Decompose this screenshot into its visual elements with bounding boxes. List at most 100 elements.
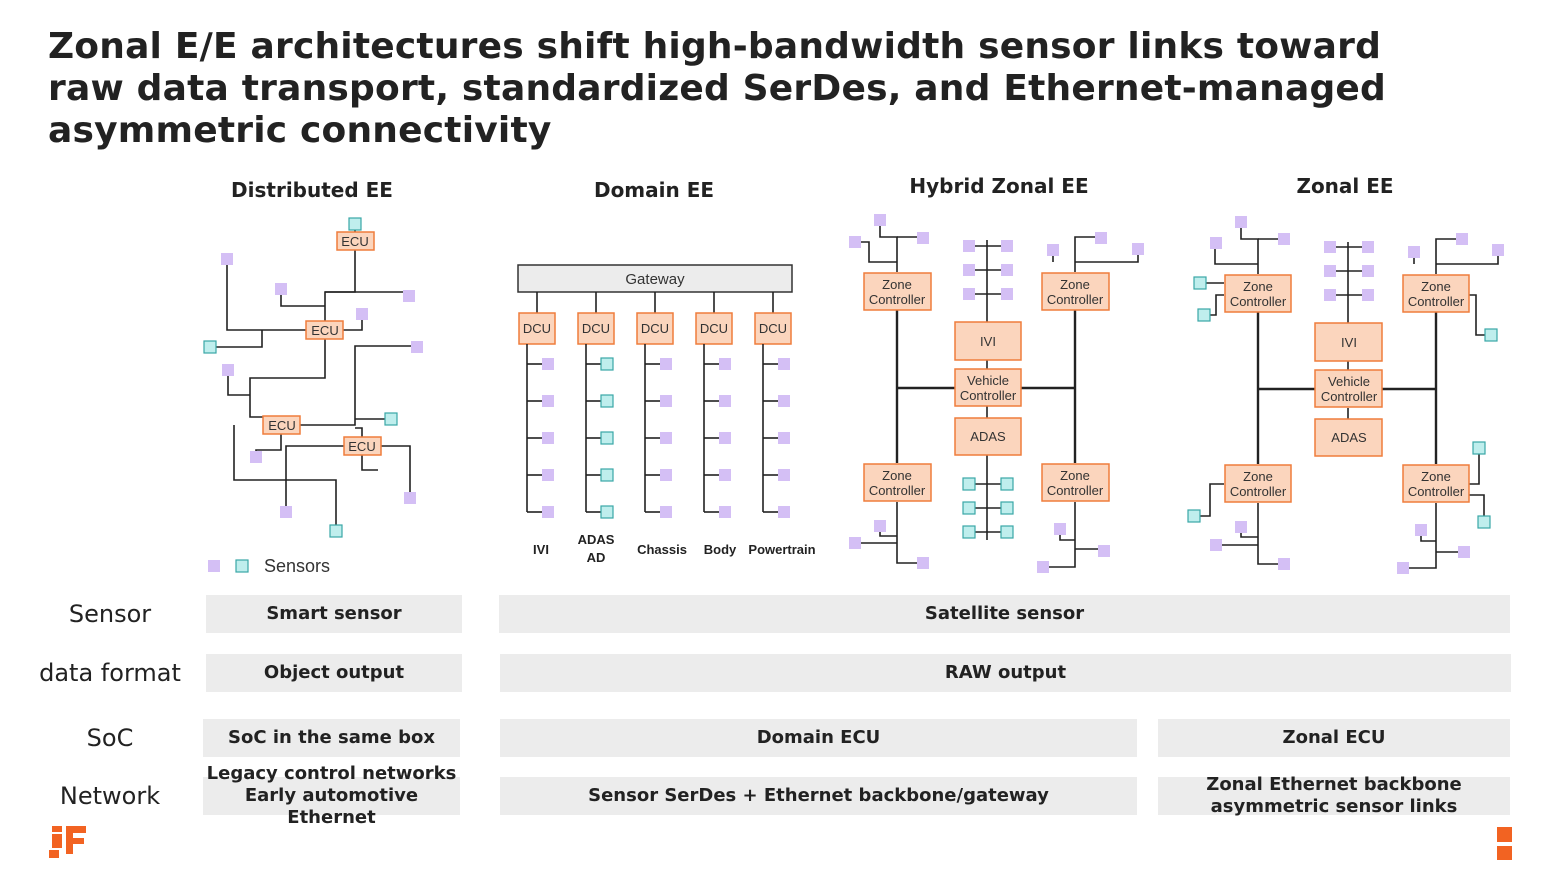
sensor-purple xyxy=(778,432,790,444)
zonal-ecu-bar: Zonal ECU xyxy=(1158,719,1510,757)
sensor-purple xyxy=(660,395,672,407)
sensor-purple xyxy=(1098,545,1110,557)
sensor-teal xyxy=(962,525,976,539)
adas-label: ADAS xyxy=(970,429,1006,444)
ecu-box xyxy=(262,415,301,435)
sensors-legend: Sensors xyxy=(208,556,330,576)
dcu-column: DCU xyxy=(577,292,615,519)
zone-controller-label: Controller xyxy=(1047,483,1104,498)
sensor-purple xyxy=(719,395,731,407)
hybrid-sensors xyxy=(849,214,1144,573)
zone-controller-box xyxy=(1224,274,1292,313)
sensor-purple xyxy=(1362,289,1374,301)
sensor-purple xyxy=(778,506,790,518)
sensor-purple xyxy=(1278,233,1290,245)
zone-controller-label: Zone xyxy=(1421,279,1451,294)
sensor-purple xyxy=(660,506,672,518)
sensor-purple xyxy=(849,537,861,549)
ecu-box xyxy=(343,436,382,456)
sensor-purple xyxy=(1037,561,1049,573)
sensor-purple xyxy=(1054,523,1066,535)
zone-controller-label: Zone xyxy=(882,468,912,483)
hybrid-boxes: Zone Controller Zone Controller Zone Con… xyxy=(863,272,1110,502)
gateway-box xyxy=(517,264,793,293)
domain-adas-label: ADAS xyxy=(578,532,615,547)
title-line-2: raw data transport, standardized SerDes,… xyxy=(48,68,1387,109)
sensors-legend-label: Sensors xyxy=(264,556,330,576)
zonal-network-line-1: Zonal Ethernet backbone xyxy=(1206,774,1462,795)
adas-box xyxy=(954,417,1022,456)
sensor-teal xyxy=(1472,441,1486,455)
zonal-sensors-teal xyxy=(1187,276,1498,529)
raw-output-text: RAW output xyxy=(944,662,1067,683)
dcu-label: DCU xyxy=(582,321,610,336)
sensor-purple xyxy=(1415,524,1427,536)
dcu-box xyxy=(577,312,615,345)
sensor-purple xyxy=(1324,265,1336,277)
zone-controller-box xyxy=(1402,274,1470,313)
zone-controller-label: Zone xyxy=(1421,469,1451,484)
zone-controller-box xyxy=(1041,463,1110,502)
dcu-box xyxy=(636,312,674,345)
legend-teal-sensor xyxy=(235,559,249,573)
sensor-teal xyxy=(329,524,343,538)
sensor-purple xyxy=(660,469,672,481)
dcu-label: DCU xyxy=(523,321,551,336)
legacy-network-line-2: Early automotive Ethernet xyxy=(244,785,419,828)
sensor-purple xyxy=(1456,233,1468,245)
zone-controller-box xyxy=(1402,464,1470,503)
zone-controller-label: Controller xyxy=(1047,292,1104,307)
zone-controller-box xyxy=(863,272,932,311)
sensor-purple xyxy=(778,469,790,481)
sensor-purple xyxy=(963,240,975,252)
distributed-ecus: ECU ECU ECU ECU xyxy=(262,231,382,456)
dcu-box xyxy=(518,312,556,345)
smart-sensor-bar: Smart sensor xyxy=(206,595,462,633)
sensor-purple xyxy=(1235,521,1247,533)
serdes-network-text: Sensor SerDes + Ethernet backbone/gatewa… xyxy=(588,785,1049,806)
sensor-purple xyxy=(221,253,233,265)
sensor-purple xyxy=(1001,288,1013,300)
zonal-boxes: Zone Controller Zone Controller Zone Con… xyxy=(1224,274,1470,503)
hybrid-sensors-teal xyxy=(962,477,1014,539)
zone-controller-box xyxy=(1041,272,1110,311)
soc-same-box-text: SoC in the same box xyxy=(228,727,435,748)
sensor-purple xyxy=(1278,558,1290,570)
sensor-teal xyxy=(384,412,398,426)
sensor-teal xyxy=(1000,477,1014,491)
smart-sensor-text: Smart sensor xyxy=(266,603,402,624)
zonal-ee-title: Zonal EE xyxy=(1296,174,1394,198)
zone-controller-label: Controller xyxy=(1230,484,1287,499)
sensor-purple xyxy=(660,432,672,444)
sensor-purple xyxy=(542,432,554,444)
ivi-box xyxy=(954,321,1022,361)
sensor-teal xyxy=(348,217,362,231)
distributed-sensors-teal xyxy=(203,217,398,538)
sensor-teal xyxy=(1484,328,1498,342)
sensor-purple xyxy=(1047,244,1059,256)
distributed-ee-title: Distributed EE xyxy=(231,178,393,202)
legend-purple-sensor xyxy=(208,560,220,572)
zone-controller-label: Controller xyxy=(869,292,926,307)
sensor-purple xyxy=(963,288,975,300)
sensor-teal xyxy=(600,431,614,445)
ivi-box xyxy=(1314,322,1383,362)
sensor-purple xyxy=(719,432,731,444)
domain-ecu-bar: Domain ECU xyxy=(500,719,1137,757)
domain-powertrain-label: Powertrain xyxy=(748,542,815,557)
sensor-purple xyxy=(874,520,886,532)
dcu-column: DCU xyxy=(636,292,674,518)
dcu-label: DCU xyxy=(641,321,669,336)
sensor-purple xyxy=(1492,244,1504,256)
page-title: Zonal E/E architectures shift high-bandw… xyxy=(48,26,1488,152)
zone-controller-label: Zone xyxy=(1243,279,1273,294)
sensor-purple xyxy=(275,283,287,295)
sensor-purple xyxy=(1397,562,1409,574)
row-label-network: Network xyxy=(59,782,161,810)
serdes-network-bar: Sensor SerDes + Ethernet backbone/gatewa… xyxy=(500,777,1137,815)
title-line-3: asymmetric connectivity xyxy=(48,110,552,151)
sensor-purple xyxy=(874,214,886,226)
vehicle-controller-box xyxy=(954,368,1022,407)
sensor-purple xyxy=(1001,264,1013,276)
